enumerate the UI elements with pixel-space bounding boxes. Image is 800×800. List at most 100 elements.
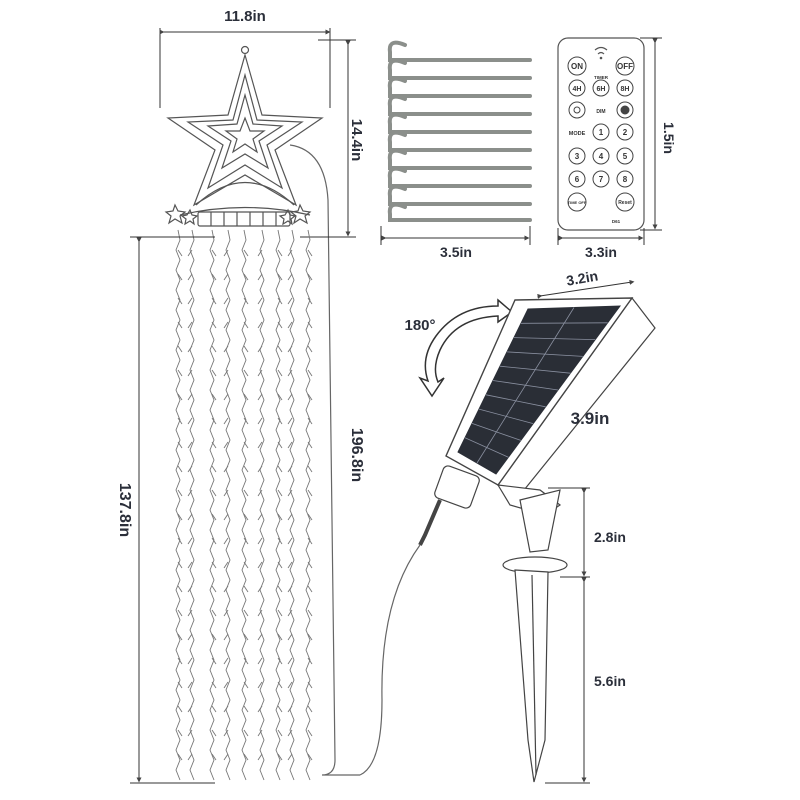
led-bulb [307, 753, 313, 761]
led-bulb [243, 297, 249, 305]
remote-time-off-key: TIME OFF [568, 200, 587, 205]
led-bulb [243, 561, 249, 569]
led-bulb [187, 369, 193, 377]
led-bulb [243, 537, 249, 545]
remote-model-label: D61 [612, 219, 621, 224]
led-bulb [277, 249, 283, 257]
light-string [259, 229, 265, 781]
ground-stake-icon [387, 40, 532, 222]
led-bulb [287, 441, 293, 449]
led-bulb [223, 297, 229, 305]
led-bulb [223, 537, 229, 545]
led-bulb [187, 513, 193, 521]
led-bulb [287, 657, 293, 665]
led-bulb [257, 561, 263, 569]
led-bulb [243, 513, 249, 521]
led-bulb [307, 729, 313, 737]
led-bulb [177, 705, 183, 713]
remote-key-6: 6 [575, 175, 580, 184]
solar-cell-divider [471, 423, 521, 441]
led-bulb [211, 609, 217, 617]
led-bulb [277, 705, 283, 713]
led-bulb [211, 585, 217, 593]
led-bulb [177, 465, 183, 473]
led-bulb [223, 369, 229, 377]
led-bulb [257, 585, 263, 593]
led-bulb [257, 513, 263, 521]
led-bulb [257, 249, 263, 257]
panel-width-dimension [537, 279, 635, 299]
led-bulb [243, 681, 249, 689]
led-bulb [211, 273, 217, 281]
led-bulb [277, 657, 283, 665]
led-bulb [223, 657, 229, 665]
led-bulb [243, 657, 249, 665]
led-bulb [243, 633, 249, 641]
rotate-arrow-icon [418, 298, 514, 398]
led-bulb [177, 489, 183, 497]
led-bulb [187, 729, 193, 737]
led-bulb [187, 273, 193, 281]
led-bulb [223, 753, 229, 761]
remote-reset-key: Reset [618, 200, 632, 206]
led-bulb [187, 537, 193, 545]
led-bulb [211, 753, 217, 761]
led-bulb [277, 513, 283, 521]
led-bulb [187, 441, 193, 449]
led-bulb [257, 489, 263, 497]
led-bulb [257, 273, 263, 281]
remote-control-icon [557, 37, 645, 231]
led-bulb [257, 633, 263, 641]
light-strings [175, 229, 313, 781]
led-bulb [177, 249, 183, 257]
stake-dimension [545, 487, 590, 784]
rotation-label: 180° [404, 317, 435, 334]
led-bulb [187, 609, 193, 617]
led-bulb [211, 489, 217, 497]
led-bulb [223, 465, 229, 473]
remote-key-4: 4 [599, 152, 604, 161]
dim-sun-icon [573, 105, 630, 115]
led-bulb [211, 561, 217, 569]
led-bulb [307, 393, 313, 401]
led-bulb [187, 249, 193, 257]
led-bulb [187, 705, 193, 713]
led-bulb [277, 345, 283, 353]
led-bulb [243, 729, 249, 737]
led-bulb [187, 633, 193, 641]
led-bulb [223, 393, 229, 401]
solar-cell-divider [485, 394, 546, 408]
solar-cell-divider [492, 380, 559, 391]
led-bulb [177, 321, 183, 329]
led-bulb [211, 417, 217, 425]
led-bulb [287, 417, 293, 425]
led-bulb [187, 681, 193, 689]
led-bulb [177, 273, 183, 281]
led-bulb [307, 633, 313, 641]
remote-4h-key: 4H [573, 86, 582, 93]
remote-key-1: 1 [599, 128, 604, 137]
led-bulb [243, 417, 249, 425]
led-bulb [287, 489, 293, 497]
led-bulb [257, 297, 263, 305]
led-bulb [243, 465, 249, 473]
led-bulb [187, 393, 193, 401]
led-bulb [277, 465, 283, 473]
led-bulb [211, 705, 217, 713]
led-bulb [211, 345, 217, 353]
led-bulb [177, 513, 183, 521]
led-bulb [287, 393, 293, 401]
led-bulb [223, 633, 229, 641]
led-bulb [243, 705, 249, 713]
light-string [225, 229, 231, 781]
remote-key-2: 2 [623, 128, 628, 137]
led-bulb [211, 633, 217, 641]
remote-6h-key: 6H [597, 86, 606, 93]
led-bulb [257, 345, 263, 353]
led-bulb [187, 321, 193, 329]
led-bulb [277, 489, 283, 497]
led-bulb [257, 657, 263, 665]
remote-key-3: 3 [575, 152, 580, 161]
led-bulb [211, 321, 217, 329]
